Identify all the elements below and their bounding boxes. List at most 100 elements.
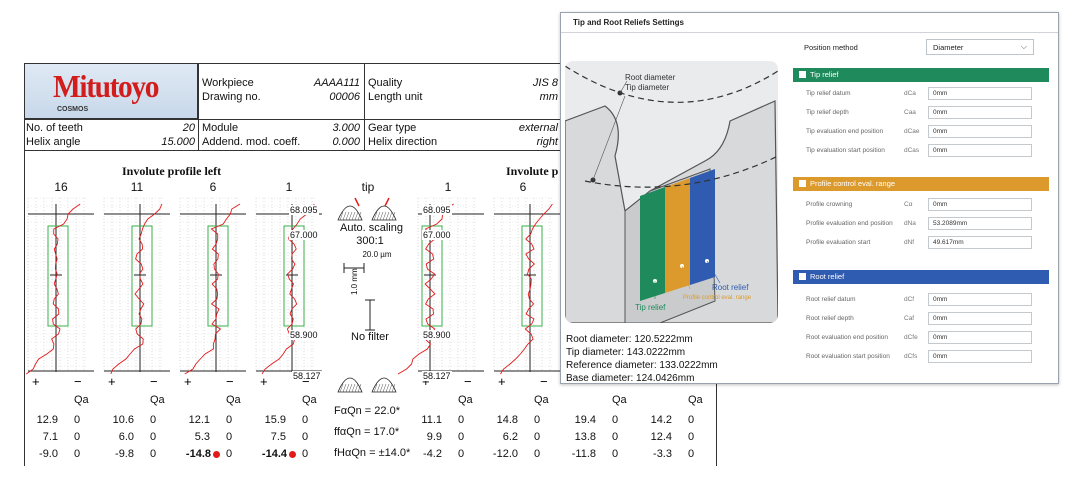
qa-value-text: 13.8 bbox=[574, 431, 596, 443]
qa-zero: 0 bbox=[457, 431, 465, 443]
header-border-top bbox=[24, 63, 564, 64]
micron-scale-label: 20.0 µm bbox=[362, 250, 392, 259]
profile-trace bbox=[184, 203, 241, 375]
profile-range-section-header[interactable]: Profile control eval. range bbox=[793, 177, 1049, 191]
tip-relief-depth-label: Tip relief depth bbox=[806, 109, 849, 116]
qa-zero: 0 bbox=[73, 414, 81, 426]
profile-range-checkbox[interactable] bbox=[799, 180, 806, 187]
tip-relief-datum-label: Tip relief datum bbox=[806, 90, 851, 97]
root-diameter-info: Root diameter: 120.5222mm bbox=[566, 334, 693, 345]
profile-crowning-input[interactable]: 0mm bbox=[928, 198, 1032, 211]
tooth-number: 6 bbox=[209, 180, 217, 194]
hatch-line bbox=[357, 211, 362, 221]
helix-direction-value: right bbox=[536, 136, 558, 148]
root-relief-checkbox[interactable] bbox=[799, 273, 806, 280]
header-vline bbox=[198, 63, 199, 119]
plus-sign: + bbox=[498, 374, 506, 389]
qa-value-text: 7.1 bbox=[42, 431, 58, 443]
gear-3d-diagram bbox=[565, 65, 778, 323]
qa-zero: 0 bbox=[149, 431, 157, 443]
hatch-line bbox=[388, 211, 393, 221]
scale-low-value: 58.900 bbox=[289, 330, 319, 340]
root-diameter-label: Root diameter bbox=[625, 73, 676, 82]
tip-eval-start-input[interactable]: 0mm bbox=[928, 144, 1032, 157]
qa-value-text: 7.5 bbox=[270, 431, 286, 443]
qa-value: 12.9 bbox=[28, 414, 58, 426]
position-method-select[interactable]: Diameter ⌵ bbox=[926, 39, 1034, 55]
hatch-line bbox=[373, 211, 378, 221]
tip-eval-start-label: Tip evaluation start position bbox=[806, 147, 885, 154]
qa-value-text: -14.4 bbox=[261, 448, 287, 460]
hatch-line bbox=[357, 383, 362, 393]
hatch-line bbox=[342, 383, 347, 393]
tip-relief-title: Tip relief bbox=[810, 70, 839, 79]
tip-eval-end-label: Tip evaluation end position bbox=[806, 128, 884, 135]
hatch-line bbox=[351, 211, 356, 221]
qa-value-text: 5.3 bbox=[194, 431, 210, 443]
qa-value: 19.4 bbox=[566, 414, 596, 426]
qa-label: Qa bbox=[688, 394, 703, 406]
qa-value: 9.9 bbox=[412, 431, 442, 443]
hatch-line bbox=[342, 211, 347, 221]
qa-value-text: -9.8 bbox=[115, 448, 134, 460]
qa-label: Qa bbox=[302, 394, 317, 406]
qa-value: 11.1 bbox=[412, 414, 442, 426]
workpiece-label: Workpiece bbox=[202, 77, 254, 89]
root-eval-end-input[interactable]: 0mm bbox=[928, 331, 1032, 344]
hatch-line bbox=[339, 211, 344, 221]
profile-eval-end-label: Profile evaluation end position bbox=[806, 220, 893, 227]
tip-eval-end-input[interactable]: 0mm bbox=[928, 125, 1032, 138]
profile-crowning-symbol: Cα bbox=[904, 201, 913, 208]
profile-eval-start-symbol: dNf bbox=[904, 239, 915, 246]
qa-value-text: 6.0 bbox=[118, 431, 134, 443]
window-title: Tip and Root Reliefs Settings bbox=[561, 13, 1058, 33]
root-relief-datum-input[interactable]: 0mm bbox=[928, 293, 1032, 306]
qa-zero: 0 bbox=[301, 431, 309, 443]
tooth-number: 1 bbox=[285, 180, 293, 194]
tooth-number: 1 bbox=[444, 180, 452, 194]
root-relief-section-header[interactable]: Root relief bbox=[793, 270, 1049, 284]
tip-eval-end-symbol: dCae bbox=[904, 128, 920, 135]
root-eval-start-input[interactable]: 0mm bbox=[928, 350, 1032, 363]
qa-zero: 0 bbox=[687, 448, 695, 460]
root-relief-depth-input[interactable]: 0mm bbox=[928, 312, 1032, 325]
minus-sign: − bbox=[74, 374, 82, 389]
qa-value: 10.6 bbox=[104, 414, 134, 426]
qa-value-text: -3.3 bbox=[653, 448, 672, 460]
profile-crowning-label: Profile crowning bbox=[806, 201, 853, 208]
qa-value: -9.0 bbox=[28, 448, 58, 460]
tip-relief-section-header[interactable]: Tip relief bbox=[793, 68, 1049, 82]
tip-relief-checkbox[interactable] bbox=[799, 71, 806, 78]
hatch-line bbox=[348, 211, 353, 221]
evaluation-range-box bbox=[283, 225, 305, 327]
tip-eval-start-symbol: dCas bbox=[904, 147, 920, 154]
length-unit-label: Length unit bbox=[368, 91, 423, 103]
root-eval-end-label: Root evaluation end position bbox=[806, 334, 889, 341]
tip-relief-datum-input[interactable]: 0mm bbox=[928, 87, 1032, 100]
length-unit-value: mm bbox=[539, 91, 558, 103]
profile-eval-end-input[interactable]: 53.2089mm bbox=[928, 217, 1032, 230]
qa-zero: 0 bbox=[457, 448, 465, 460]
mm-scale-label: 1.0 mm bbox=[350, 268, 359, 295]
minus-sign: − bbox=[540, 374, 548, 389]
qa-value-text: 11.1 bbox=[421, 414, 442, 426]
hatch-line bbox=[391, 211, 396, 221]
qa-zero: 0 bbox=[301, 414, 309, 426]
tip-relief-depth-input[interactable]: 0mm bbox=[928, 106, 1032, 119]
tip-root-relief-settings-window[interactable]: Tip and Root Reliefs Settings Root diame… bbox=[560, 12, 1059, 384]
qa-zero: 0 bbox=[73, 448, 81, 460]
plus-sign: + bbox=[422, 374, 430, 389]
workpiece-value: AAAA111 bbox=[313, 77, 360, 89]
qa-value: 14.2 bbox=[642, 414, 672, 426]
root-relief-title: Root relief bbox=[810, 272, 845, 281]
evaluation-range-box bbox=[131, 225, 153, 327]
root-relief-depth-symbol: Caf bbox=[904, 315, 915, 322]
auto-scaling-label: Auto. scaling bbox=[340, 222, 403, 234]
position-method-label: Position method bbox=[804, 43, 858, 52]
qa-value: -14.4 bbox=[256, 448, 296, 460]
profile-eval-start-input[interactable]: 49.617mm bbox=[928, 236, 1032, 249]
qa-zero: 0 bbox=[533, 414, 541, 426]
qa-zero: 0 bbox=[533, 448, 541, 460]
profile-trace bbox=[26, 203, 81, 375]
arrow-icon bbox=[354, 197, 360, 207]
